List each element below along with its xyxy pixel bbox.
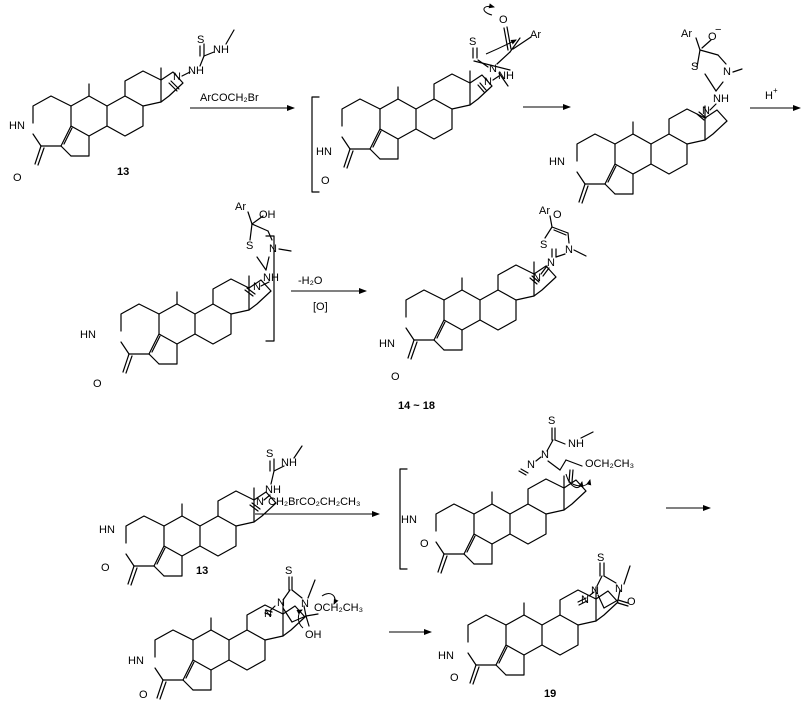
- compound-number: 13: [117, 166, 129, 178]
- atom-label: N: [541, 449, 549, 461]
- atom-label: O: [420, 538, 429, 550]
- atom-label: O: [93, 378, 102, 390]
- intermediate-4: HN O N N S NH OCH₂CH₃: [399, 415, 634, 574]
- atom-label: HN: [401, 514, 417, 526]
- atom-label: N: [484, 76, 492, 88]
- atom-label: HN: [128, 655, 144, 667]
- atom-label: S: [469, 36, 476, 48]
- atom-label: O: [101, 562, 110, 574]
- intermediate-1: HN O N NH S N O Ar: [311, 3, 541, 193]
- compound-13-top: HN O N NH S NH 13: [9, 29, 235, 184]
- atom-label: N: [256, 496, 264, 508]
- atom-label: N: [533, 272, 541, 284]
- atom-label: NH: [213, 44, 229, 56]
- atom-label: S: [691, 61, 698, 73]
- reaction-arrow-3: H +: [750, 86, 801, 111]
- atom-label: S: [597, 552, 604, 564]
- atom-label: N: [581, 594, 589, 606]
- atom-label: NH: [281, 457, 297, 469]
- compound-number: 13: [196, 565, 208, 577]
- atom-label: OCH₂CH₃: [585, 458, 634, 470]
- atom-label: N: [547, 257, 555, 269]
- atom-label: O: [139, 689, 148, 701]
- atom-label: HN: [316, 146, 332, 158]
- atom-label: S: [197, 34, 204, 46]
- atom-label: O: [499, 14, 508, 26]
- atom-label: O: [391, 371, 400, 383]
- compound-number: 19: [544, 688, 556, 700]
- atom-label: OH: [305, 629, 322, 641]
- atom-label: HN: [99, 524, 115, 536]
- atom-label: HN: [9, 120, 25, 132]
- product-19: HN O N N S N O 19: [438, 552, 636, 700]
- atom-label: N: [723, 66, 731, 78]
- atom-label: HN: [379, 338, 395, 350]
- atom-label: S: [548, 415, 555, 427]
- atom-label: N: [615, 583, 623, 595]
- atom-label: HN: [438, 650, 454, 662]
- atom-label: N: [702, 105, 710, 117]
- atom-label: Ar: [235, 201, 246, 213]
- reaction-arrow-4: -H₂O [O]: [291, 275, 367, 313]
- atom-label: N: [264, 608, 272, 620]
- atom-label: O: [708, 31, 717, 43]
- atom-label: O: [553, 209, 562, 221]
- compound-13-bottom: HN O N NH S NH 13: [99, 445, 303, 586]
- intermediate-3: HN O N NH S N Ar OH: [80, 201, 292, 390]
- reagent-label: [O]: [313, 301, 328, 313]
- atom-label: N: [591, 585, 599, 597]
- atom-label: N: [269, 243, 277, 255]
- intermediate-2: HN O N NH S N Ar O −: [549, 24, 743, 221]
- atom-label: S: [266, 448, 273, 460]
- atom-label: N: [565, 244, 573, 256]
- atom-label: NH: [265, 484, 281, 496]
- atom-label: N: [277, 597, 285, 609]
- atom-label: NH: [263, 272, 279, 284]
- atom-label: O: [13, 172, 22, 184]
- atom-label: N: [489, 63, 497, 75]
- atom-label: N: [301, 598, 309, 610]
- atom-label: N: [173, 71, 181, 83]
- atom-label: S: [540, 239, 547, 251]
- atom-label: −: [715, 24, 721, 36]
- reaction-arrow-1: ArCOCH₂Br: [190, 92, 295, 111]
- atom-label: N: [527, 459, 535, 471]
- reagent-label: +: [773, 86, 778, 95]
- reagent-label: -H₂O: [298, 275, 323, 287]
- atom-label: HN: [80, 329, 96, 341]
- atom-label: S: [285, 565, 292, 577]
- atom-label: OH: [259, 209, 276, 221]
- reagent-label: ArCOCH₂Br: [200, 92, 259, 104]
- reagent-label: H: [765, 90, 773, 102]
- atom-label: NH: [188, 65, 204, 77]
- atom-label: S: [246, 240, 253, 252]
- compound-number: 14 ~ 18: [398, 400, 435, 412]
- atom-label: O: [321, 175, 330, 187]
- atom-label: NH: [498, 70, 514, 82]
- atom-label: Ar: [530, 29, 541, 41]
- atom-label: NH: [713, 93, 729, 105]
- atom-label: Ar: [539, 205, 550, 217]
- atom-label: NH: [568, 438, 584, 450]
- intermediate-5: HN O N N S N OCH₂CH₃ OH: [128, 565, 363, 701]
- reaction-arrow-5: CH₂BrCO₂CH₂CH₃: [255, 496, 380, 517]
- reagent-label: CH₂BrCO₂CH₂CH₃: [268, 496, 360, 508]
- atom-label: HN: [549, 156, 565, 168]
- atom-label: O: [627, 596, 636, 608]
- atom-label: Ar: [681, 28, 692, 40]
- atom-label: OCH₂CH₃: [314, 602, 363, 614]
- atom-label: O: [450, 672, 459, 684]
- product-14-18: HN O N N S N Ar 14 ~ 18: [379, 205, 587, 412]
- atom-label: N: [253, 281, 261, 293]
